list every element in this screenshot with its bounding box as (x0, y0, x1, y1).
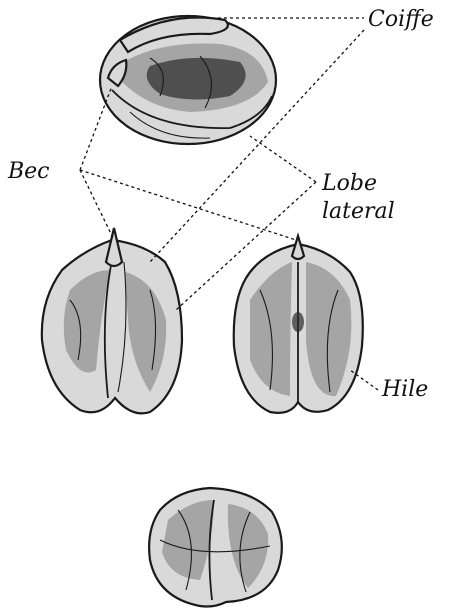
seed-right-view (234, 236, 363, 413)
seed-left-view (42, 228, 182, 413)
seed-top-view (100, 16, 276, 144)
leader-lobe-top (250, 136, 316, 182)
label-coiffe: Coiffe (368, 7, 434, 32)
label-hile: Hile (381, 377, 428, 402)
label-lobe-lateral-line1: Lobe (321, 171, 377, 196)
label-lobe-lateral-line2: lateral (322, 199, 395, 224)
bec-beak-left (106, 228, 122, 266)
seed-bottom-view (149, 488, 282, 607)
leader-bec-left (80, 170, 114, 240)
label-bec: Bec (7, 159, 50, 184)
leader-bec-right (80, 170, 296, 240)
